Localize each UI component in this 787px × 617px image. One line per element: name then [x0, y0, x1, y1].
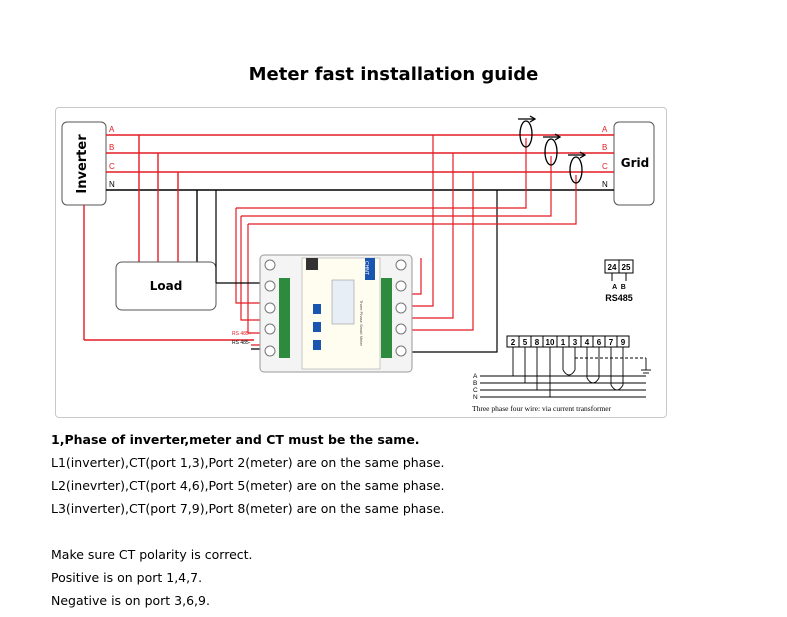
terminal-7: 7: [609, 338, 614, 347]
schematic-label-n: N: [473, 394, 478, 401]
wiring-caption: Three phase four wire: via current trans…: [472, 404, 612, 413]
grid-box: Grid: [613, 121, 655, 206]
wiring-diagram: Inverter Grid A B C N A B C N: [55, 107, 667, 418]
terminal-6: 6: [597, 338, 602, 347]
schematic-label-b: B: [473, 380, 477, 387]
inverter-label: Inverter: [75, 134, 90, 194]
rs485-minus-label: RS 485-: [232, 340, 251, 346]
terminal-8: 8: [535, 338, 540, 347]
rs485-terminal-25: 25: [622, 263, 631, 272]
ct-b: [544, 138, 558, 166]
notes-line-4: Make sure CT polarity is correct.: [51, 547, 253, 562]
notes-line-1: L1(inverter),CT(port 1,3),Port 2(meter) …: [51, 455, 445, 470]
terminal-4: 4: [585, 338, 590, 347]
schematic-label-c: C: [473, 387, 478, 394]
ct-c: [569, 156, 583, 184]
bus-lines: [106, 134, 614, 191]
phase-label-n-right: N: [602, 180, 608, 189]
wiring-schematic: 2 5 8 10 1 3 4 6 7 9: [472, 335, 651, 413]
load-box: Load: [115, 261, 217, 311]
rs485-plus-label: RS 485+: [232, 331, 252, 337]
terminal-2: 2: [511, 338, 516, 347]
phase-label-a-left: A: [109, 125, 115, 134]
notes-line-2: L2(inevrter),CT(port 4,6),Port 5(meter) …: [51, 478, 445, 493]
ct-clamps: [518, 115, 587, 184]
notes-line-3: L3(inverter),CT(port 7,9),Port 8(meter) …: [51, 501, 445, 516]
notes-line-5: Positive is on port 1,4,7.: [51, 570, 203, 585]
terminal-5: 5: [523, 338, 528, 347]
rs485-title: RS485: [605, 293, 633, 303]
inverter-box: Inverter: [61, 121, 107, 206]
notes-heading: 1,Phase of inverter,meter and CT must be…: [51, 432, 420, 447]
installation-notes: 1,Phase of inverter,meter and CT must be…: [51, 428, 751, 612]
phase-label-b-left: B: [109, 143, 114, 152]
rs485-ab: A B: [612, 284, 626, 291]
load-label: Load: [150, 279, 183, 293]
meter-brand: CHNT: [363, 261, 369, 275]
schematic-label-a: A: [473, 373, 478, 380]
notes-line-6: Negative is on port 3,6,9.: [51, 593, 210, 608]
terminal-10: 10: [546, 338, 555, 347]
phase-label-n-left: N: [109, 180, 115, 189]
phase-label-c-left: C: [109, 162, 115, 171]
page-title: Meter fast installation guide: [248, 64, 539, 85]
rs485-terminal-24: 24: [608, 263, 617, 272]
meter-model: Three Phase Smart Meter: [359, 300, 364, 347]
terminal-9: 9: [621, 338, 626, 347]
energy-meter: CHNT Three Phase Smart Meter: [259, 254, 413, 373]
phase-label-b-right: B: [602, 143, 607, 152]
terminal-3: 3: [573, 338, 578, 347]
load-wires: [83, 135, 254, 341]
phase-label-a-right: A: [602, 125, 608, 134]
ct-a: [519, 120, 533, 148]
phase-label-c-right: C: [602, 162, 608, 171]
grid-label: Grid: [621, 156, 649, 170]
terminal-1: 1: [561, 338, 566, 347]
rs485-terminal-block: 24 25 A B RS485: [604, 259, 634, 303]
